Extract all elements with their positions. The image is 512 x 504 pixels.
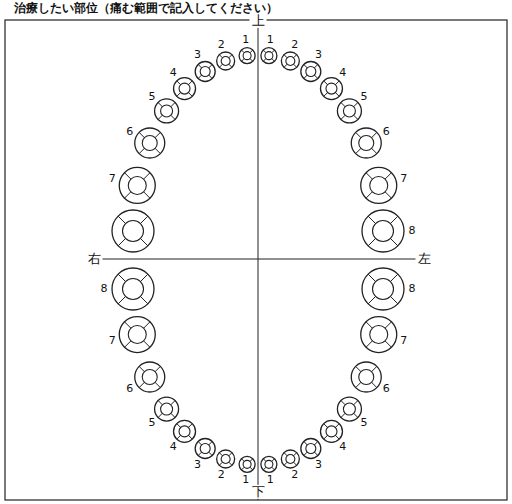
tooth-symbol bbox=[119, 167, 155, 203]
tooth-symbol bbox=[119, 317, 155, 353]
tooth-number: 3 bbox=[194, 49, 201, 61]
tooth-symbol bbox=[281, 450, 299, 468]
tooth-symbol bbox=[351, 128, 381, 158]
tooth-number: 7 bbox=[400, 335, 407, 347]
tooth-symbol bbox=[174, 78, 196, 100]
tooth-number: 1 bbox=[267, 474, 274, 486]
tooth-symbol bbox=[217, 450, 235, 468]
tooth-symbol bbox=[174, 420, 196, 442]
tooth-symbol bbox=[155, 99, 179, 123]
tooth-number: 4 bbox=[339, 67, 346, 79]
tooth-number: 6 bbox=[383, 125, 390, 137]
tooth-symbol bbox=[239, 48, 255, 64]
tooth-number: 8 bbox=[409, 283, 416, 295]
tooth-symbol bbox=[261, 48, 277, 64]
tooth-symbol bbox=[301, 439, 321, 459]
tooth-symbol bbox=[261, 456, 277, 472]
teeth bbox=[112, 48, 404, 473]
tooth-symbol bbox=[217, 52, 235, 70]
tooth-symbol bbox=[362, 210, 404, 252]
tooth-symbol bbox=[320, 78, 342, 100]
tooth-symbol bbox=[362, 268, 404, 310]
tooth-symbol bbox=[361, 167, 397, 203]
tooth-number: 1 bbox=[242, 474, 249, 486]
tooth-number: 4 bbox=[170, 441, 177, 453]
tooth-symbol bbox=[135, 128, 165, 158]
tooth-symbol bbox=[195, 61, 215, 81]
tooth-number: 3 bbox=[315, 49, 322, 61]
tooth-number: 6 bbox=[383, 382, 390, 394]
tooth-number: 2 bbox=[291, 469, 298, 481]
tooth-number: 5 bbox=[148, 91, 155, 103]
tooth-number: 8 bbox=[409, 225, 416, 237]
frame bbox=[5, 20, 507, 500]
tooth-number: 2 bbox=[291, 39, 298, 51]
tooth-number: 2 bbox=[218, 469, 225, 481]
tooth-symbol bbox=[155, 397, 179, 421]
tooth-symbol bbox=[351, 362, 381, 392]
occlusal-line bbox=[88, 259, 428, 260]
tooth-number: 3 bbox=[194, 459, 201, 471]
tooth-symbol bbox=[135, 362, 165, 392]
tooth-number: 1 bbox=[242, 34, 249, 46]
tooth-symbol bbox=[337, 397, 361, 421]
tooth-number: 2 bbox=[218, 39, 225, 51]
direction-label: 上 bbox=[250, 14, 267, 28]
tooth-number: 5 bbox=[361, 417, 368, 429]
direction-label: 左 bbox=[416, 252, 433, 266]
tooth-number: 7 bbox=[400, 173, 407, 185]
direction-label: 右 bbox=[86, 252, 103, 266]
tooth-number: 6 bbox=[126, 382, 133, 394]
tooth-number: 4 bbox=[170, 67, 177, 79]
tooth-number: 1 bbox=[267, 34, 274, 46]
tooth-symbol bbox=[239, 456, 255, 472]
tooth-number: 4 bbox=[339, 441, 346, 453]
tooth-number: 5 bbox=[361, 91, 368, 103]
tooth-number: 5 bbox=[148, 417, 155, 429]
tooth-symbol bbox=[361, 317, 397, 353]
tooth-number: 3 bbox=[315, 459, 322, 471]
form-heading: 治療したい部位（痛む範囲で記入してください） bbox=[14, 2, 278, 15]
tooth-number: 7 bbox=[109, 173, 116, 185]
tooth-symbol bbox=[281, 52, 299, 70]
midline bbox=[258, 20, 259, 500]
tooth-symbol bbox=[112, 268, 154, 310]
tooth-symbol bbox=[301, 61, 321, 81]
tooth-number: 8 bbox=[101, 283, 108, 295]
tooth-symbol bbox=[112, 210, 154, 252]
direction-label: 下 bbox=[250, 485, 267, 499]
tooth-symbol bbox=[320, 420, 342, 442]
tooth-number: 7 bbox=[109, 335, 116, 347]
tooth-symbol bbox=[337, 99, 361, 123]
tooth-number: 6 bbox=[126, 125, 133, 137]
tooth-symbol bbox=[195, 439, 215, 459]
